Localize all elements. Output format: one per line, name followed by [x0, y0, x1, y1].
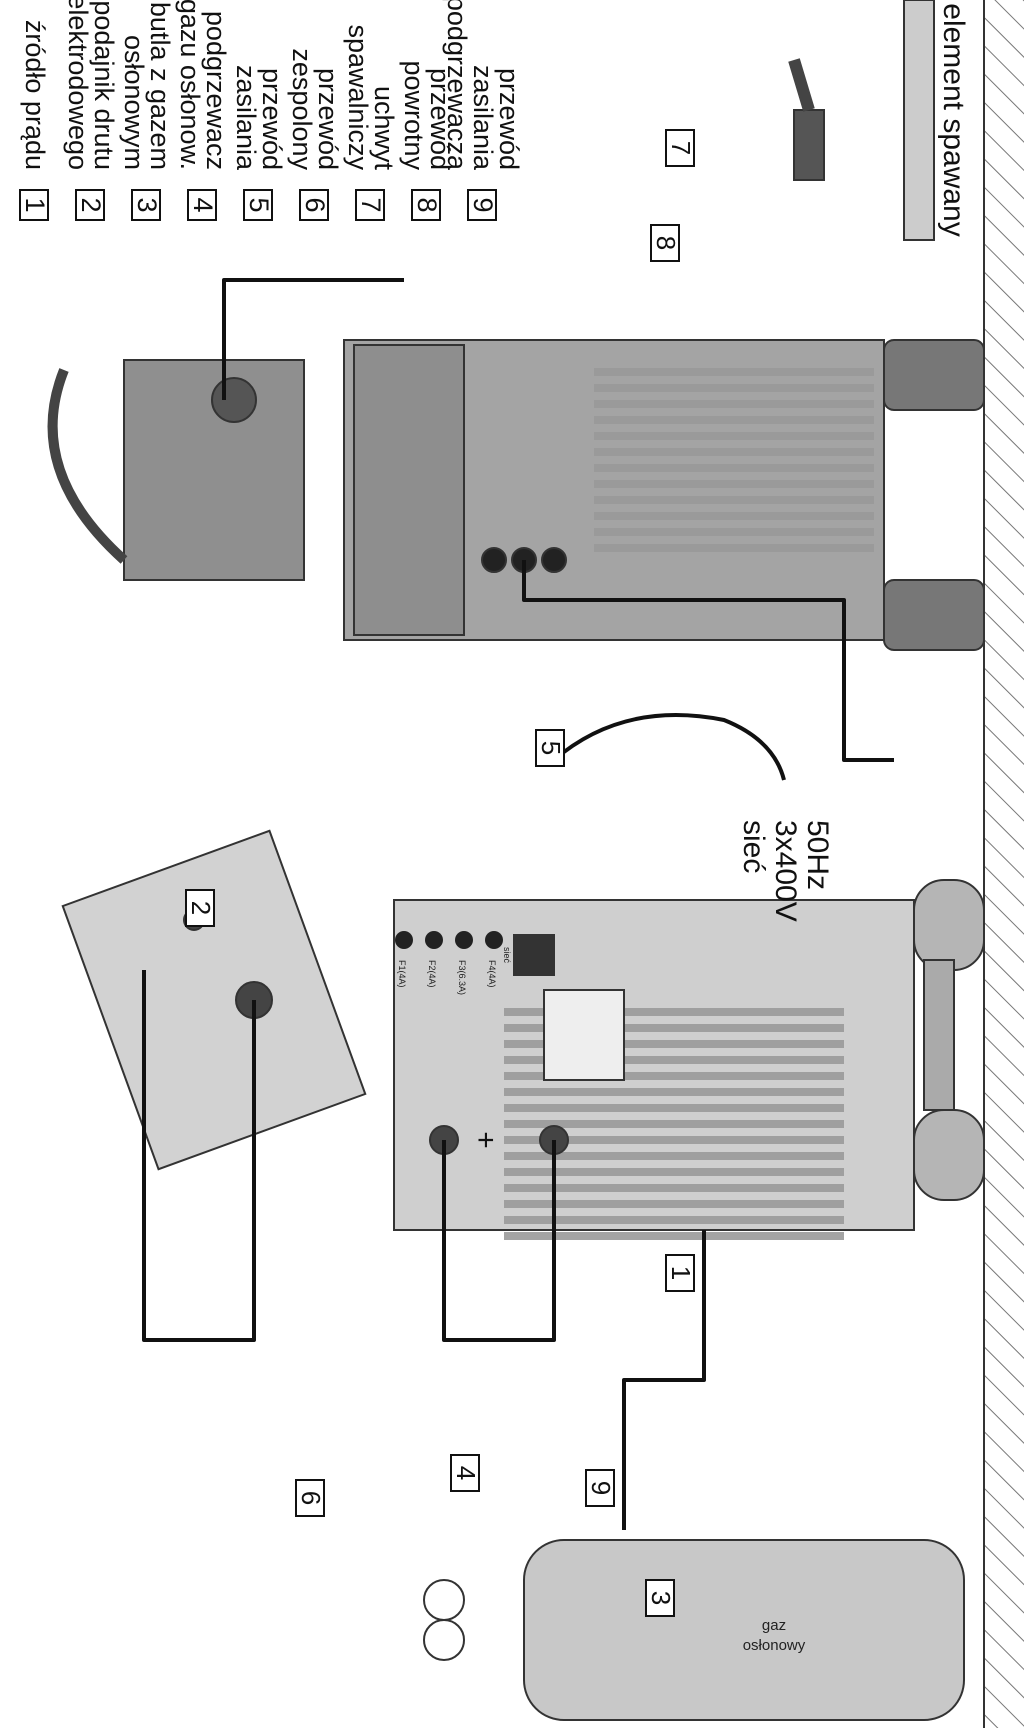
legend-text-line: podgrzewacz [201, 11, 231, 170]
callouts: 1 2 3 4 5 6 7 8 9 [185, 129, 696, 1617]
gas-label-1: gaz [762, 1617, 786, 1634]
wire-feeder-upper [47, 359, 305, 581]
flow-gauge-icon [423, 1619, 465, 1661]
callout-1: 1 [665, 1254, 696, 1292]
fuse-f3-label: F3(6.3A) [457, 960, 467, 995]
legend-number: 8 [412, 197, 442, 212]
legend-text-line: powrotny [399, 60, 429, 170]
legend-number: 2 [76, 197, 106, 212]
legend-text-line: źródło prądu [20, 20, 50, 170]
workpiece-label: element spawany [937, 3, 970, 236]
mains-switch[interactable] [513, 934, 555, 976]
fuse-f4-label: F4(4A) [487, 960, 497, 988]
legend-number: 3 [132, 197, 162, 212]
legend: 1 źródło prądu 2 podajnik drutuelektrodoweg… [19, 0, 524, 221]
welding-torch [788, 58, 825, 181]
cable-6 [142, 970, 256, 1342]
legend-number: 7 [356, 197, 386, 212]
control-panel [353, 344, 465, 636]
callout-5: 5 [535, 729, 566, 767]
legend-number-box [19, 189, 49, 221]
legend-number-box [243, 189, 273, 221]
fuse-f1-label: F1(4A) [397, 960, 407, 988]
legend-text-line: zasilania [468, 65, 498, 171]
legend-text-line: elektrodowego [63, 0, 93, 170]
legend-number-box [299, 189, 329, 221]
rating-plate [543, 989, 625, 1081]
svg-text:9: 9 [586, 1481, 616, 1495]
cable-8 [522, 560, 894, 762]
legend-number-box [187, 189, 217, 221]
legend-number-box [131, 189, 161, 221]
mains-label-2: 3x400V [769, 820, 802, 922]
svg-text:3: 3 [646, 1591, 676, 1605]
callout-6: 6 [295, 1479, 326, 1517]
mains-switch-label: sieć [502, 947, 512, 964]
legend-number: 5 [244, 197, 274, 212]
output-socket-3-icon[interactable] [541, 547, 567, 573]
legend-text-line: spawalniczy [343, 24, 373, 170]
mains-label-1: sieć [737, 820, 770, 873]
callout-8: 8 [650, 224, 681, 262]
legend-text-line: podajnik drutu [89, 0, 119, 170]
legend-number-box [75, 189, 105, 221]
floor [983, 0, 1024, 1728]
callout-3: 3 [645, 1579, 676, 1617]
legend-text-line: zasilania [231, 65, 261, 171]
legend-text-line: gazu osłonow. [175, 0, 205, 170]
callout-2: 2 [185, 889, 216, 927]
svg-text:8: 8 [651, 236, 681, 250]
gas-bottle: gaz osłonowy [423, 1539, 965, 1721]
pressure-gauge-icon [423, 1579, 465, 1621]
workpiece: element spawany [903, 0, 970, 241]
legend-number-box [411, 189, 441, 221]
legend-number: 6 [300, 197, 330, 212]
legend-text-line: zespolony [287, 48, 317, 170]
mains-label-3: 50Hz [801, 820, 834, 890]
legend-text-line: osłonowym [119, 35, 149, 170]
upper-power-source [343, 339, 985, 651]
legend-text-line: butla z gazem [145, 2, 175, 170]
cable-5 [552, 713, 786, 781]
legend-number-box [467, 189, 497, 221]
callout-4: 4 [450, 1454, 481, 1492]
legend-text-line: przewód [257, 68, 287, 170]
svg-text:2: 2 [186, 901, 216, 915]
legend-text-line: uchwyt [369, 86, 399, 171]
power-source: + F1(4A) F2(4A) F3(6.3A) F4(4A) sieć [393, 879, 985, 1240]
callout-7: 7 [665, 129, 696, 167]
svg-text:7: 7 [666, 141, 696, 155]
gas-label-2: osłonowy [743, 1637, 806, 1654]
legend-text-line: przewód [425, 68, 455, 170]
svg-text:6: 6 [296, 1491, 326, 1505]
plus-label: + [469, 1131, 502, 1149]
cables [142, 278, 894, 1530]
legend-text-line: przewód [494, 68, 524, 170]
svg-text:4: 4 [451, 1466, 481, 1480]
legend-text-line: przewód [313, 68, 343, 170]
legend-item-1: 1 źródło prądu [19, 20, 50, 221]
fuse-panel: F1(4A) F2(4A) F3(6.3A) F4(4A) [395, 931, 503, 995]
legend-text-line: podgrzewacza [442, 0, 472, 171]
legend-number: 4 [188, 197, 218, 212]
legend-number: 9 [468, 197, 498, 212]
fuse-f2-label: F2(4A) [427, 960, 437, 988]
cable-9 [622, 1230, 706, 1530]
output-socket-1-icon[interactable] [481, 547, 507, 573]
legend-number: 1 [20, 197, 50, 212]
wire-feeder-lower [61, 829, 367, 1171]
svg-text:1: 1 [666, 1266, 696, 1280]
callout-9: 9 [585, 1469, 616, 1507]
legend-number-box [355, 189, 385, 221]
svg-text:5: 5 [536, 741, 566, 755]
